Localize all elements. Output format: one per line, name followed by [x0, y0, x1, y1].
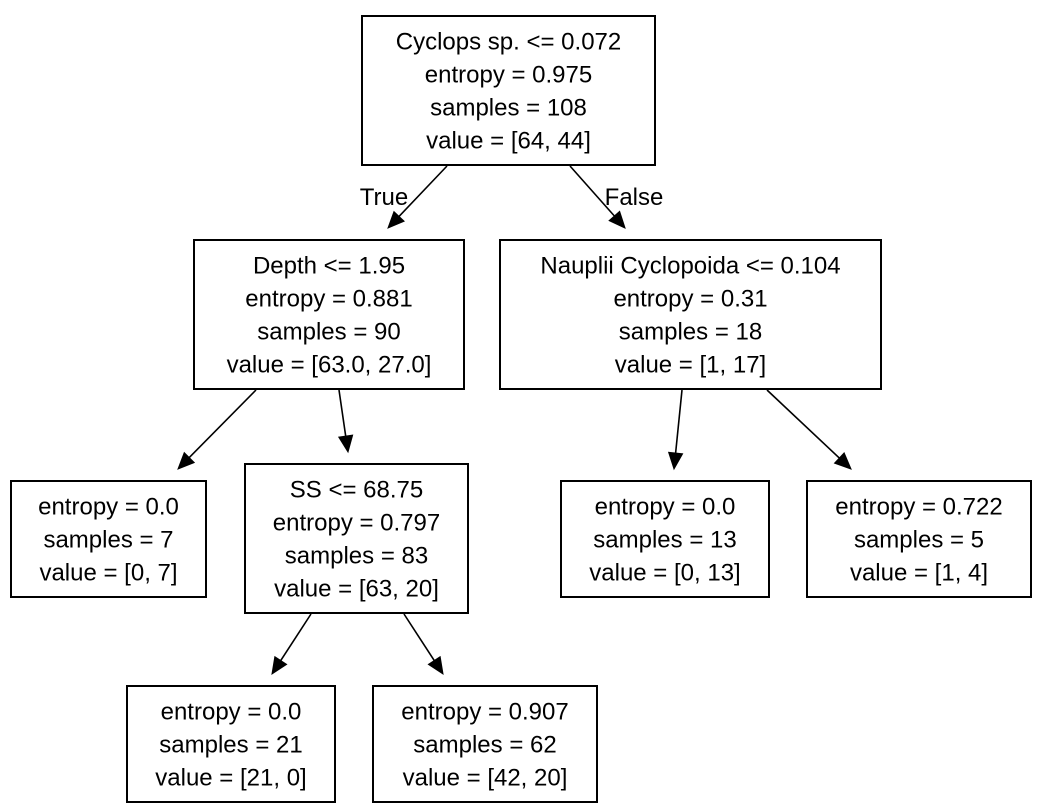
node-line: entropy = 0.31 [613, 285, 767, 312]
edge-n1-n3 [177, 389, 257, 470]
edge-root-n1: True [360, 165, 448, 229]
edge-line [338, 389, 347, 437]
edge-line [188, 389, 257, 459]
edge-n2-n5 [667, 389, 684, 471]
node-line: entropy = 0.0 [161, 698, 302, 725]
node-line: samples = 13 [593, 526, 736, 553]
edge-line [766, 389, 840, 459]
node-line: value = [63.0, 27.0] [227, 351, 432, 378]
edge-n1-n4 [337, 389, 354, 454]
node-line: value = [0, 13] [589, 559, 740, 586]
edge-label-true: True [360, 184, 408, 211]
node-line: entropy = 0.975 [425, 61, 592, 88]
edge-n4-n7 [271, 613, 312, 676]
node-line: entropy = 0.0 [38, 493, 179, 520]
node-line: entropy = 0.881 [245, 285, 412, 312]
edge-root-n2: False [569, 165, 664, 229]
tree-node-n3: entropy = 0.0 samples = 7 value = [0, 7] [10, 480, 207, 598]
tree-node-n4: SS <= 68.75 entropy = 0.797 samples = 83 va… [244, 463, 469, 614]
node-box [126, 685, 336, 803]
edge-n4-n8 [403, 613, 444, 676]
node-box [560, 480, 770, 598]
tree-node-n2: Nauplii Cyclopoida <= 0.104 entropy = 0.3… [499, 239, 882, 390]
node-line: value = [64, 44] [426, 127, 591, 154]
tree-node-n7: entropy = 0.0 samples = 21 value = [21, 0] [126, 685, 336, 803]
tree-node-n5: entropy = 0.0 samples = 13 value = [0, 13] [560, 480, 770, 598]
node-box [372, 685, 598, 803]
arrowhead [427, 655, 444, 676]
arrowhead [387, 210, 405, 229]
edge-line [569, 165, 615, 217]
arrowhead [177, 451, 196, 470]
node-line: entropy = 0.0 [595, 493, 736, 520]
node-box [499, 239, 882, 390]
node-line: value = [63, 20] [274, 575, 439, 602]
edge-line [403, 613, 435, 662]
node-line: value = [21, 0] [155, 764, 306, 791]
node-box [193, 239, 465, 390]
arrowhead [271, 655, 288, 676]
edge-line [674, 389, 683, 454]
node-line: samples = 18 [619, 318, 762, 345]
node-box [10, 480, 207, 598]
node-line: Nauplii Cyclopoida <= 0.104 [540, 252, 840, 279]
node-line: value = [0, 7] [39, 559, 177, 586]
node-line: samples = 21 [159, 731, 302, 758]
node-line: samples = 5 [854, 526, 984, 553]
nodes-layer: Cyclops sp. <= 0.072 entropy = 0.975 sampl… [10, 15, 1032, 803]
arrowhead [337, 434, 354, 454]
arrowhead [833, 452, 852, 470]
edge-label-false: False [605, 184, 664, 211]
node-line: SS <= 68.75 [290, 476, 423, 503]
node-box [244, 463, 469, 614]
tree-node-n8: entropy = 0.907 samples = 62 value = [42, … [372, 685, 598, 803]
node-box [361, 15, 656, 166]
node-line: Depth <= 1.95 [253, 252, 405, 279]
arrowhead [667, 451, 684, 471]
arrowhead [608, 210, 626, 229]
node-line: samples = 90 [257, 318, 400, 345]
edge-line [280, 613, 312, 662]
edge-line [398, 165, 448, 217]
node-line: samples = 62 [413, 731, 556, 758]
node-line: value = [1, 17] [615, 351, 766, 378]
tree-node-n1: Depth <= 1.95 entropy = 0.881 samples = 90… [193, 239, 465, 390]
node-box [806, 480, 1032, 598]
node-line: value = [1, 4] [850, 559, 988, 586]
tree-node-root: Cyclops sp. <= 0.072 entropy = 0.975 sampl… [361, 15, 656, 166]
node-line: samples = 7 [43, 526, 173, 553]
node-line: samples = 83 [285, 542, 428, 569]
edge-n2-n6 [766, 389, 852, 470]
tree-node-n6: entropy = 0.722 samples = 5 value = [1, 4] [806, 480, 1032, 598]
node-line: entropy = 0.797 [273, 509, 440, 536]
node-line: value = [42, 20] [403, 764, 568, 791]
edges-layer: True False [177, 165, 852, 676]
node-line: Cyclops sp. <= 0.072 [396, 28, 621, 55]
node-line: samples = 108 [430, 94, 587, 121]
node-line: entropy = 0.907 [401, 698, 568, 725]
node-line: entropy = 0.722 [835, 493, 1002, 520]
